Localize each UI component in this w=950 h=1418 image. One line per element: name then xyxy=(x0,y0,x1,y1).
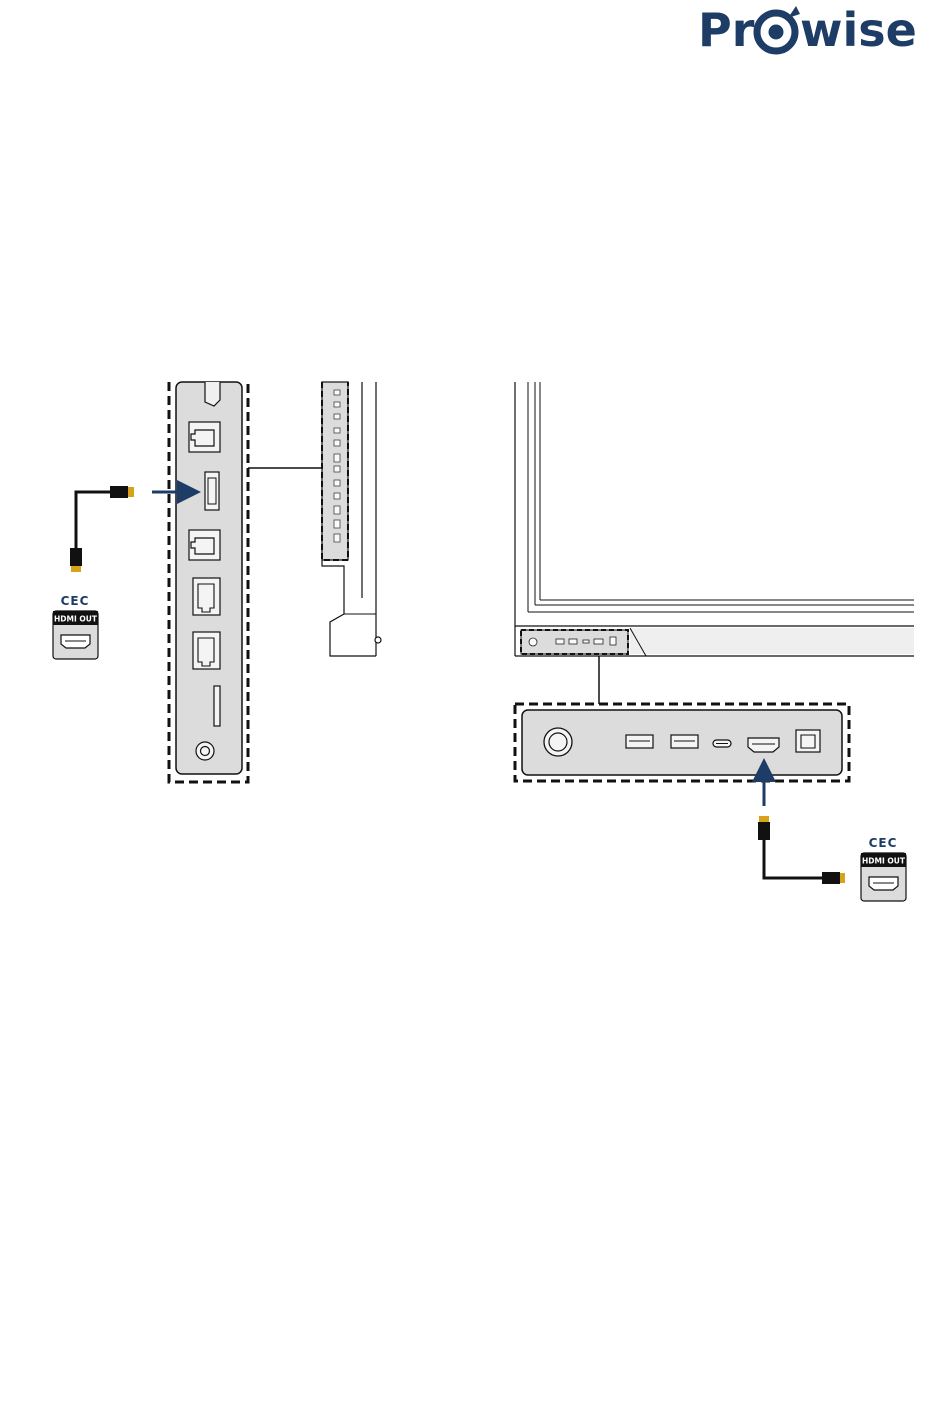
hdmi-port-icon-device-left xyxy=(61,635,90,648)
usb-a-port-icon-2 xyxy=(671,735,698,748)
front-port-panel-zoom xyxy=(515,704,849,781)
audio-jack-icon xyxy=(196,742,214,760)
partial-port-icon xyxy=(205,382,220,406)
usb-c-port-icon xyxy=(713,740,731,747)
display-front-view xyxy=(515,382,914,656)
usb-b-port-icon xyxy=(189,422,220,452)
hdmi-cable-right xyxy=(758,816,845,884)
hdmi-port-icon-front xyxy=(748,738,779,752)
hdmi-port-icon-device-right xyxy=(869,877,898,890)
ethernet-port-icon xyxy=(193,578,220,615)
usb-b-port-icon-front xyxy=(796,730,820,752)
hdmi-out-device-right: HDMI OUT xyxy=(861,853,906,901)
ethernet-port-icon-2 xyxy=(193,632,220,669)
display-side-profile xyxy=(322,382,381,656)
device-label-left: HDMI OUT xyxy=(54,615,98,624)
hdmi-out-device-left: HDMI OUT xyxy=(53,611,98,659)
card-slot-icon xyxy=(214,686,220,726)
hdmi-cable-left xyxy=(70,486,134,572)
usb-a-port-icon xyxy=(626,735,653,748)
device-label-right: HDMI OUT xyxy=(862,857,906,866)
cec-label-right: CEC xyxy=(869,836,898,850)
side-port-panel-zoom xyxy=(169,382,248,782)
hdmi-port-icon xyxy=(205,472,219,510)
usb-b-port-icon-2 xyxy=(189,530,220,560)
audio-jack-icon-front xyxy=(544,728,572,756)
cec-label-left: CEC xyxy=(61,594,90,608)
